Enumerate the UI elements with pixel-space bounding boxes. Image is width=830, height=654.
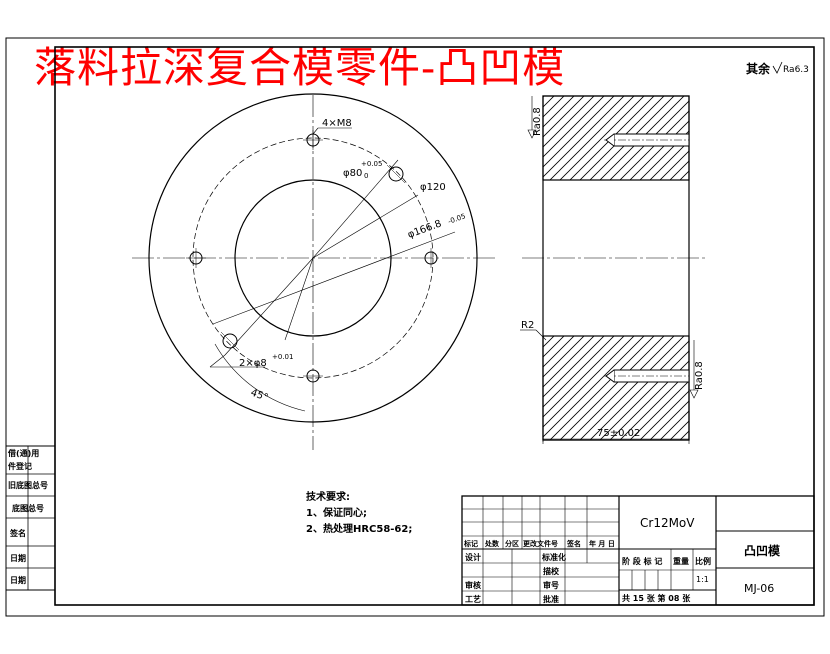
outer-circle — [148, 93, 478, 423]
m8-callout: 4×M8 — [322, 118, 352, 129]
left-side-table: 借(通)用 件登记 旧底图总号 底图总号 签名 日期 日期 — [5, 445, 56, 591]
rev-header: 分区 — [505, 539, 519, 548]
part-name: 凸凹模 — [744, 543, 781, 558]
scale-header: 比例 — [695, 556, 711, 566]
role-trace: 描校 — [543, 566, 560, 576]
dia-166-tol: -0.05 — [447, 212, 467, 226]
roughness-bottom-label: Ra0.8 — [694, 361, 705, 390]
outer-border — [5, 37, 825, 617]
role-process: 工艺 — [465, 594, 481, 604]
tech-req-item: 2、热处理HRC58-62; — [306, 522, 412, 535]
side-table-cell: 签名 — [9, 528, 26, 538]
dim-leader-inner — [284, 257, 314, 341]
dim-leader-pin — [224, 257, 314, 356]
tech-req-heading: 技术要求: — [306, 490, 350, 503]
material-label: Cr12MoV — [640, 516, 695, 530]
m8-holes — [186, 130, 438, 383]
bolt-circle — [192, 137, 434, 379]
sheet-info: 共 15 张 第 08 张 — [622, 593, 691, 603]
angle-arc-45 — [214, 343, 306, 412]
dim-leader-80 — [312, 159, 399, 259]
pin-holes — [220, 164, 406, 351]
role-audit: 审号 — [543, 580, 559, 590]
dim-leader-120 — [312, 194, 419, 259]
side-table-cell: 借(通)用 — [7, 448, 39, 458]
role-review: 审核 — [465, 580, 481, 590]
drawing-number: MJ-06 — [744, 582, 774, 595]
rev-header: 签名 — [566, 539, 581, 548]
dia-80-label: φ80 — [343, 168, 362, 179]
rev-header: 年 月 日 — [589, 539, 615, 548]
roughness-symbol-icon — [772, 61, 783, 74]
pin-callout-tol: +0.01 — [272, 353, 293, 361]
inner-frame — [54, 46, 815, 606]
dim-leader-166 — [212, 231, 456, 325]
side-table-cell: 件登记 — [8, 461, 32, 471]
scale-value: 1:1 — [696, 575, 709, 584]
dia-166-label: φ166.8 — [406, 218, 443, 240]
rev-header: 标记 — [463, 539, 478, 548]
inner-bore-circle — [234, 179, 392, 337]
surface-note-label: 其余 — [746, 61, 771, 76]
title-block: 标记 处数 分区 更改文件号 签名 年 月 日 设计 审核 工艺 标准化 描校 … — [461, 495, 815, 606]
roughness-bottom-icon — [689, 389, 699, 399]
rev-header: 更改文件号 — [523, 539, 558, 548]
weight-header: 重量 — [673, 556, 689, 566]
side-table-cell: 旧底图总号 — [8, 480, 48, 490]
side-view: 75±0.02 Ra0.8 Ra0.8 R2 — [520, 95, 705, 444]
drawing-overlay-title: 落料拉深复合模零件-凸凹模 — [34, 43, 566, 92]
bottom-section-hatch — [542, 335, 690, 441]
dia-120-label: φ120 — [420, 182, 446, 193]
pin-callout: 2×φ8 — [239, 358, 267, 369]
role-standard: 标准化 — [541, 552, 566, 562]
role-design: 设计 — [465, 552, 481, 562]
front-view: 4×M8 φ80 +0.05 0 φ120 φ166.8 -0.05 2×φ8 … — [132, 93, 495, 450]
tech-req-item: 1、保证同心; — [306, 506, 367, 519]
surface-note-roughness: Ra6.3 — [783, 65, 809, 75]
radius-label: R2 — [521, 320, 534, 331]
tech-requirements: 技术要求: 1、保证同心; 2、热处理HRC58-62; — [306, 490, 412, 535]
role-approve: 批准 — [543, 594, 559, 604]
angle-45-label: 45° — [249, 387, 269, 403]
side-table-cell: 日期 — [10, 575, 26, 585]
dia-80-tol-low: 0 — [364, 172, 368, 180]
stage-header: 阶 段 标 记 — [622, 556, 662, 566]
roughness-top-label: Ra0.8 — [532, 107, 543, 136]
dia-80-tol: +0.05 — [361, 160, 382, 168]
side-table-cell: 底图总号 — [11, 503, 44, 513]
side-table-cell: 日期 — [10, 553, 26, 563]
rev-header: 处数 — [484, 539, 500, 548]
length-dim-label: 75±0.02 — [597, 428, 640, 439]
